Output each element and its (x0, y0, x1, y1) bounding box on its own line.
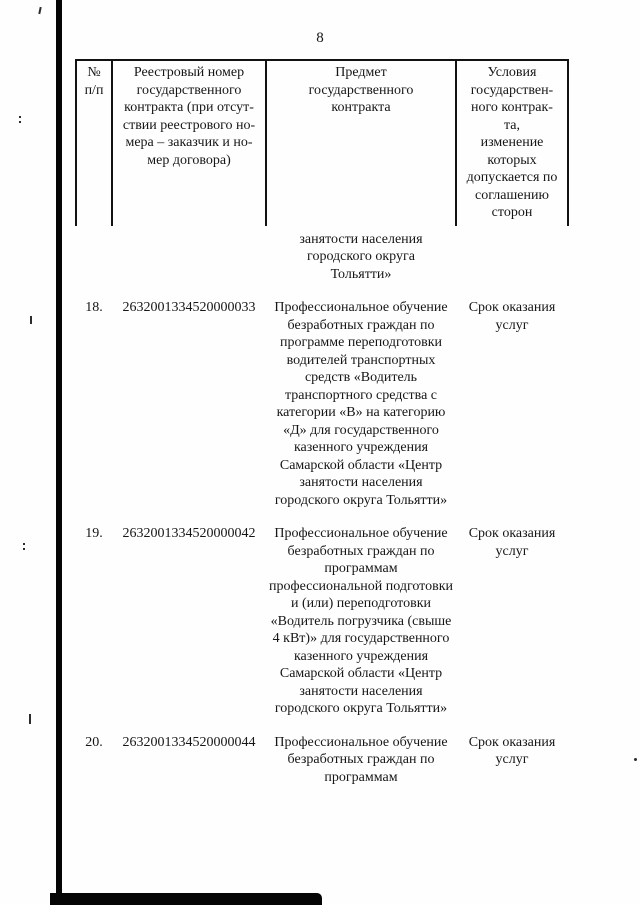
cell-contract-conditions (456, 226, 568, 284)
table-header-row: № п/п Реестровый номер государственного … (75, 59, 569, 226)
scan-noise (19, 116, 21, 118)
cell-row-number (76, 226, 112, 284)
cell-contract-subject: Профессиональное обучение безработных гр… (274, 300, 448, 508)
scan-noise (30, 316, 32, 324)
cell-registry-number: 2632001334520000044 (122, 734, 256, 750)
cell-contract-subject: Профессиональное обучение безработных гр… (269, 526, 453, 716)
table-row: 18. 2632001334520000033 Профессиональное… (76, 283, 568, 509)
cell-contract-conditions: Срок оказания услуг (468, 300, 556, 333)
cell-contract-conditions: Срок оказания услуг (468, 526, 556, 559)
contracts-table: № п/п Реестровый номер государственного … (75, 59, 569, 786)
cell-row-number: 20. (85, 734, 103, 750)
scan-edge-bottom (50, 893, 322, 905)
scan-noise (38, 6, 42, 15)
cell-row-number: 18. (85, 300, 103, 315)
header-row-number: № п/п (75, 59, 113, 226)
scan-noise (634, 758, 637, 761)
scan-noise (29, 714, 31, 724)
cell-registry-number (112, 226, 266, 284)
scan-noise (23, 543, 25, 545)
scan-edge-left (56, 0, 62, 905)
page-number: 8 (316, 30, 324, 46)
cell-contract-subject: занятости населения городского округа То… (299, 231, 423, 282)
cell-registry-number: 2632001334520000042 (122, 526, 256, 541)
table-row: 20. 2632001334520000044 Профессиональное… (76, 718, 568, 787)
cell-contract-subject: Профессиональное обучение безработных гр… (274, 734, 448, 785)
cell-row-number: 19. (85, 526, 103, 541)
table-row-carryover: занятости населения городского округа То… (76, 226, 568, 284)
cell-contract-conditions: Срок оказания услуг (468, 734, 556, 768)
header-contract-subject: Предмет государственного контракта (265, 59, 457, 226)
header-registry-number: Реестровый номер государственного контра… (111, 59, 267, 226)
header-contract-conditions: Условия государствен- ного контрак- та, … (455, 59, 569, 226)
table-row: 19. 2632001334520000042 Профессиональное… (76, 509, 568, 718)
cell-registry-number: 2632001334520000033 (122, 300, 256, 315)
